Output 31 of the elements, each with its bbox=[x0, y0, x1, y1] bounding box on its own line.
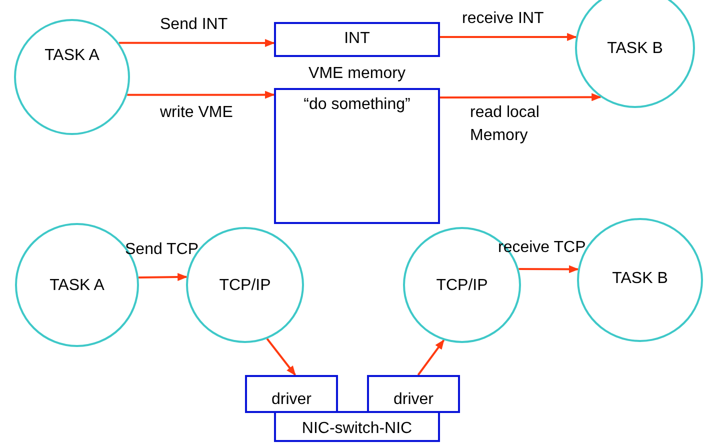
arrow bbox=[138, 273, 188, 282]
arrow bbox=[417, 339, 445, 376]
memory-box bbox=[367, 375, 460, 413]
task-circle bbox=[14, 19, 130, 135]
edge-label: read local Memory bbox=[470, 103, 540, 146]
node-label: INT bbox=[344, 30, 370, 48]
arrow bbox=[440, 32, 578, 41]
arrow bbox=[266, 338, 296, 376]
edge-label: receive INT bbox=[462, 9, 545, 29]
arrow bbox=[518, 265, 579, 274]
edge-label: write VME bbox=[160, 103, 234, 123]
node-label: TCP/IP bbox=[436, 277, 488, 296]
arrow bbox=[440, 93, 602, 102]
node-label: TASK B bbox=[612, 270, 668, 289]
edge-label: Send TCP bbox=[125, 240, 200, 260]
memory-box bbox=[274, 22, 440, 57]
node-label: TCP/IP bbox=[219, 277, 271, 296]
node-label: “do something” bbox=[304, 96, 410, 114]
node-label: driver bbox=[271, 391, 312, 409]
node-label: TASK A bbox=[50, 277, 104, 296]
node-label: TASK B bbox=[607, 40, 663, 59]
arrow bbox=[118, 39, 275, 47]
edge-label: Send INT bbox=[160, 15, 229, 35]
box-heading: VME memory bbox=[308, 65, 406, 83]
node-label: NIC-switch-NIC bbox=[302, 420, 412, 438]
task-circle bbox=[575, 0, 695, 108]
arrow bbox=[127, 90, 275, 99]
memory-box bbox=[274, 411, 440, 442]
memory-box bbox=[245, 375, 338, 413]
node-label: TASK A bbox=[44, 47, 100, 66]
node-label: driver bbox=[393, 391, 434, 409]
